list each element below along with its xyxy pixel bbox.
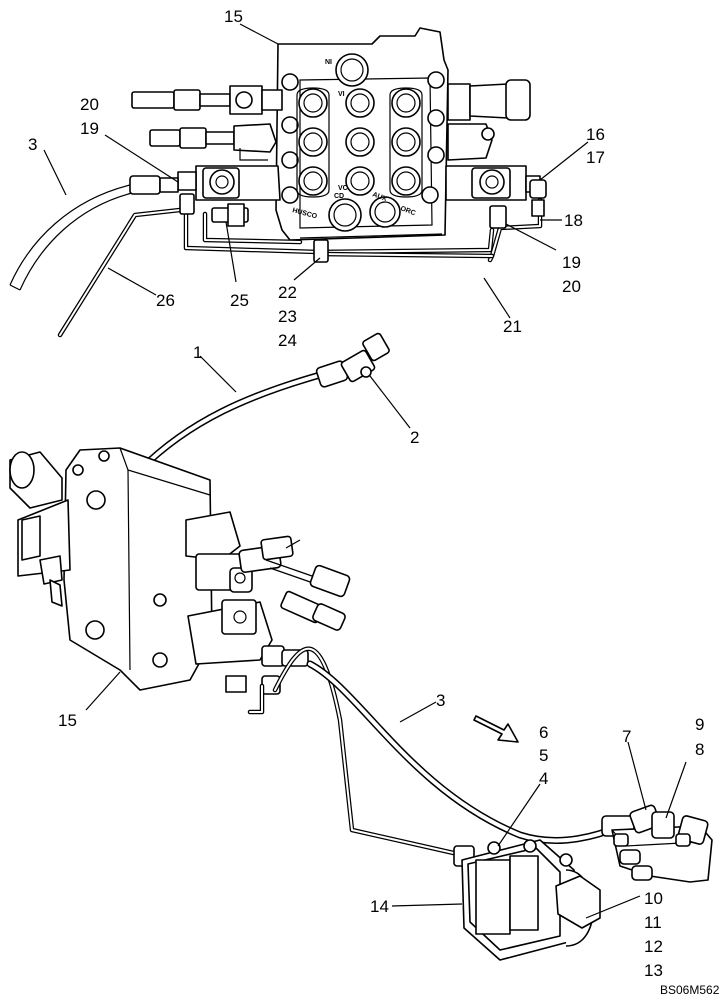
label-3-bottom: 3: [436, 691, 445, 710]
label-19-right: 19: [562, 253, 581, 272]
label-15-bottom: 15: [58, 711, 77, 730]
label-21: 21: [503, 317, 522, 336]
label-3-top: 3: [28, 135, 37, 154]
hose-1: [136, 332, 390, 474]
label-19-left: 19: [80, 119, 99, 138]
label-22: 22: [278, 283, 297, 302]
label-9: 9: [695, 715, 704, 734]
left-solenoid-block: [177, 165, 281, 201]
label-4: 4: [539, 769, 548, 788]
label-5: 5: [539, 746, 548, 765]
label-7: 7: [622, 727, 631, 746]
label-17: 17: [586, 148, 605, 167]
label-2: 2: [410, 428, 419, 447]
right-actuators: [445, 79, 541, 201]
left-solenoid-connectors: [131, 85, 283, 161]
lower-tube-network: [247, 646, 461, 857]
control-valve-top: NI VI VC CD HUSCO AUX ORC: [275, 27, 449, 241]
label-10: 10: [644, 889, 663, 908]
label-12: 12: [644, 937, 663, 956]
top-tube-network: [179, 179, 547, 263]
valve-mark-orc: ORC: [399, 205, 416, 217]
label-23: 23: [278, 307, 297, 326]
label-18: 18: [564, 211, 583, 230]
valve-mark-aux: AUX: [371, 191, 388, 203]
tube-26-top: [57, 207, 183, 338]
label-24: 24: [278, 331, 297, 350]
part-labels: 15 20 19 3 16 17 18 19 20 26 25 22 23 24…: [28, 7, 720, 997]
manifold-block: [611, 804, 713, 883]
figure-code: BS06M562: [660, 983, 720, 997]
flow-arrow: [473, 715, 519, 743]
label-20-left: 20: [80, 95, 99, 114]
pump-14: [453, 839, 601, 961]
valve-mark-vi: VI: [338, 91, 345, 98]
label-11: 11: [644, 913, 662, 932]
hose-3-bottom: [306, 660, 635, 844]
label-15-top: 15: [224, 7, 243, 26]
label-6: 6: [539, 723, 548, 742]
label-13: 13: [644, 961, 663, 980]
label-1: 1: [193, 343, 202, 362]
control-valve-lower: [9, 447, 351, 695]
leader-lines: [43, 23, 687, 919]
label-26: 26: [156, 291, 175, 310]
label-20-right: 20: [562, 277, 581, 296]
valve-mark-vc: VC: [338, 185, 348, 192]
label-16: 16: [586, 125, 605, 144]
label-14: 14: [370, 897, 389, 916]
label-8: 8: [695, 740, 704, 759]
valve-mark-ni: NI: [325, 59, 332, 66]
valve-mark-cd: CD: [334, 193, 344, 200]
label-25: 25: [230, 291, 249, 310]
hose-3-top: [9, 175, 179, 291]
